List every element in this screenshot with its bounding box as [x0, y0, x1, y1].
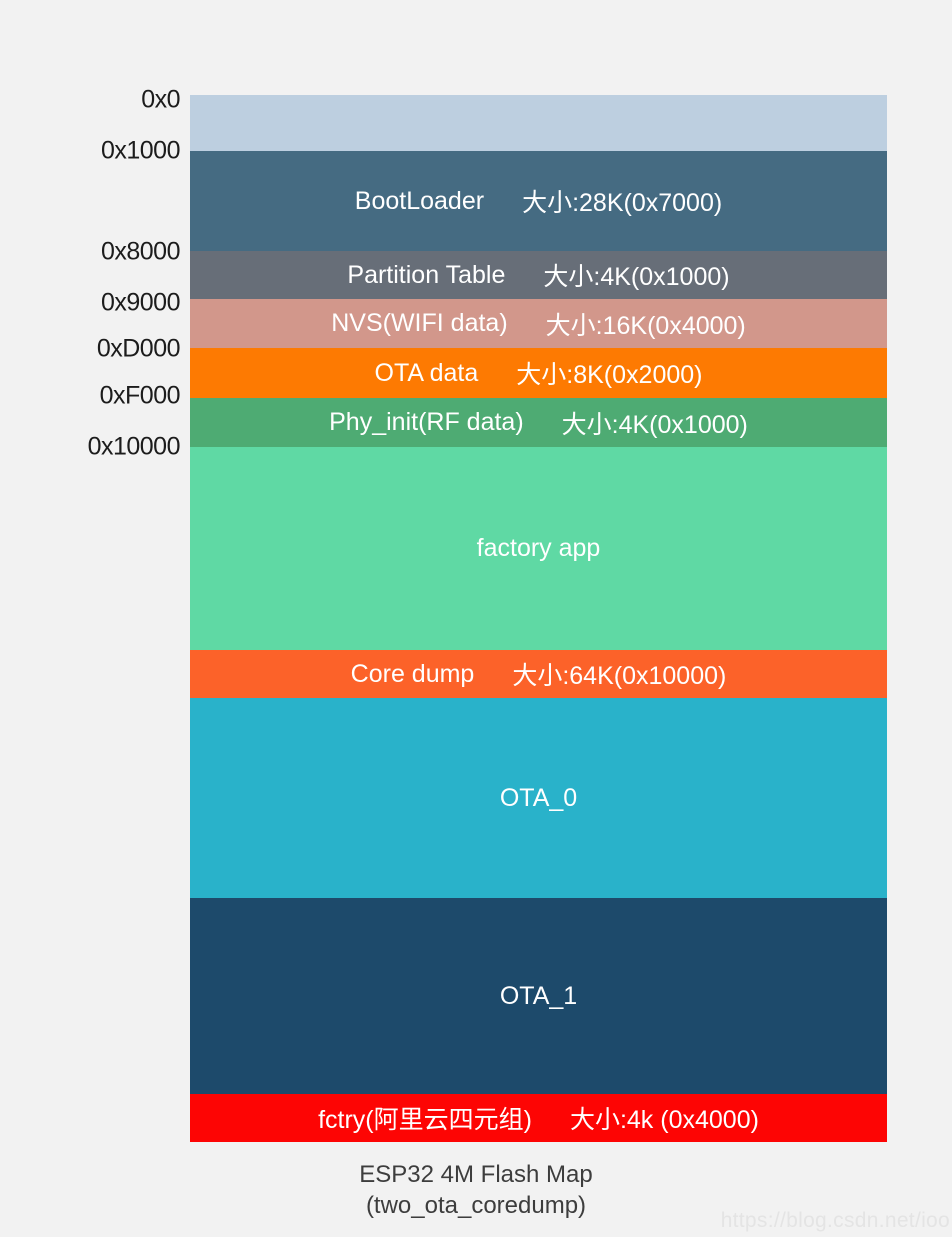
partition-label-group: fctry(阿里云四元组) 大小:4k (0x4000) — [318, 1100, 759, 1136]
partition-name: factory app — [476, 534, 601, 562]
address-label: 0x9000 — [100, 288, 181, 317]
partition-band: OTA_0 — [190, 698, 887, 898]
address-label: 0x0 — [141, 85, 180, 114]
partition-band: OTA data 大小:8K(0x2000) — [190, 348, 887, 398]
partition-band: fctry(阿里云四元组) 大小:4k (0x4000) — [190, 1094, 887, 1142]
address-label: 0xD000 — [96, 334, 181, 363]
partition-band: Partition Table 大小:4K(0x1000) — [190, 251, 887, 299]
partition-label-group: OTA_0 — [500, 784, 577, 813]
partition-label-group: OTA_1 — [500, 982, 577, 1011]
partition-band: factory app — [190, 447, 887, 650]
partition-name: OTA_1 — [499, 981, 578, 1010]
partition-size: 大小:8K(0x2000) — [516, 361, 703, 389]
partition-name: OTA_0 — [499, 783, 578, 812]
partition-label-group: OTA data 大小:8K(0x2000) — [375, 355, 703, 391]
partition-size: 大小:64K(0x10000) — [512, 662, 727, 690]
partition-band: BootLoader 大小:28K(0x7000) — [190, 151, 887, 251]
partition-label-group: Phy_init(RF data) 大小:4K(0x1000) — [329, 405, 748, 441]
diagram-caption: ESP32 4M Flash Map (two_ota_coredump) — [0, 1160, 952, 1221]
address-label: 0x8000 — [100, 237, 181, 266]
partition-label-group: BootLoader 大小:28K(0x7000) — [355, 183, 722, 219]
partition-size: 大小:4k (0x4000) — [569, 1106, 759, 1134]
partition-size: 大小:16K(0x4000) — [545, 311, 746, 340]
partition-label-group: Core dump 大小:64K(0x10000) — [351, 656, 727, 692]
partition-band: Phy_init(RF data) 大小:4K(0x1000) — [190, 398, 887, 447]
partition-name: fctry(阿里云四元组) — [318, 1106, 532, 1134]
caption-line-2: (two_ota_coredump) — [365, 1191, 587, 1219]
partition-name: Partition Table — [347, 260, 506, 289]
partition-size: 大小:4K(0x1000) — [543, 263, 730, 291]
partition-label-group: NVS(WIFI data) 大小:16K(0x4000) — [331, 306, 746, 342]
partition-label-group: Partition Table 大小:4K(0x1000) — [347, 257, 729, 293]
partition-name: BootLoader — [354, 186, 485, 215]
address-axis: 0x0 0x1000 0x8000 0x9000 0xD000 0xF000 0x10000 — [0, 0, 190, 1237]
partition-size: 大小:28K(0x7000) — [522, 189, 723, 217]
address-label: 0x10000 — [87, 432, 181, 461]
address-label: 0xF000 — [99, 381, 181, 410]
address-label: 0x1000 — [100, 136, 181, 165]
partition-band: NVS(WIFI data) 大小:16K(0x4000) — [190, 299, 887, 348]
partition-name: NVS(WIFI data) — [331, 309, 508, 337]
partition-label-group: factory app — [477, 534, 601, 563]
flash-memory-map: BootLoader 大小:28K(0x7000) Partition Table 大… — [190, 95, 887, 1142]
partition-band: OTA_1 — [190, 898, 887, 1094]
partition-name: OTA data — [374, 358, 479, 387]
partition-name: Core dump — [350, 659, 475, 688]
partition-band: Core dump 大小:64K(0x10000) — [190, 650, 887, 698]
caption-line-1: ESP32 4M Flash Map — [359, 1161, 593, 1188]
partition-size: 大小:4K(0x1000) — [561, 410, 748, 439]
partition-band — [190, 95, 887, 151]
partition-name: Phy_init(RF data) — [329, 408, 524, 436]
